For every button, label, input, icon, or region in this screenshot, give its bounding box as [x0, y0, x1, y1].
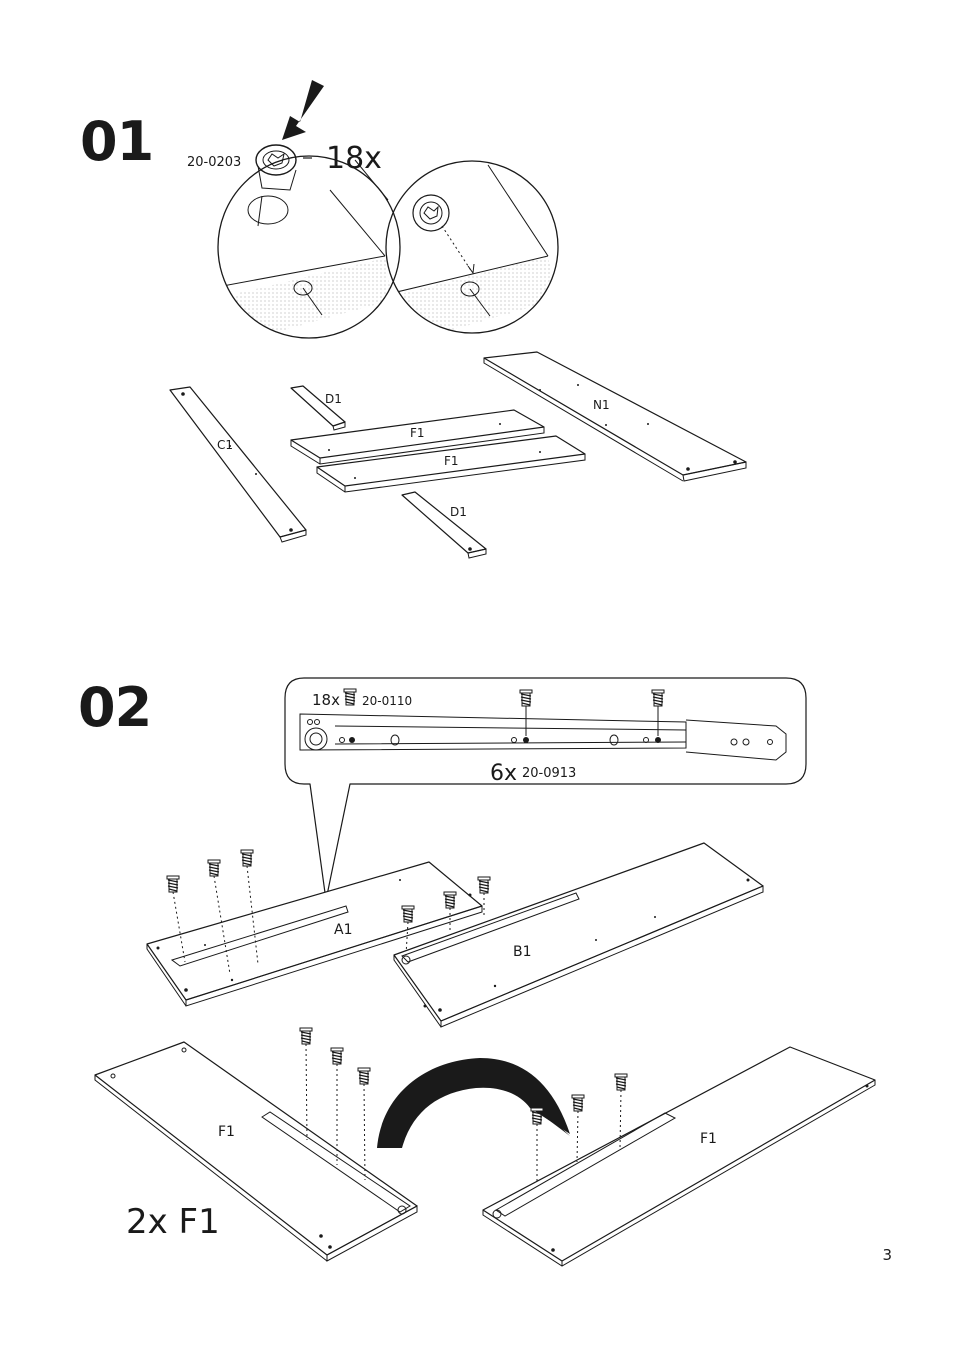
part-label-d1-bottom: D1: [450, 505, 467, 519]
hardware-quantity-cam: 18x: [326, 141, 382, 176]
callout-screw-quantity: 18x: [312, 691, 340, 709]
arrow-down-icon: [282, 80, 324, 140]
part-label-f1-right: F1: [700, 1131, 717, 1147]
detail-circle-left: [218, 180, 392, 338]
page-number: 3: [882, 1246, 892, 1264]
board-c1: [169, 386, 307, 543]
board-f1-bottom: [316, 435, 586, 493]
step-number-02: 02: [78, 676, 152, 739]
board-a1: [146, 861, 483, 1007]
callout-rail-quantity: 6x: [490, 761, 517, 786]
board-b1: [393, 842, 764, 1028]
board-f1-right: [482, 1046, 876, 1267]
callout-screw-code: 20-0110: [362, 694, 412, 708]
part-label-b1: B1: [513, 944, 532, 960]
board-f1-left: [94, 1041, 418, 1262]
part-label-a1: A1: [334, 922, 352, 938]
screw-icon: [651, 689, 665, 707]
step-number-01: 01: [80, 110, 154, 173]
part-label-d1-top: D1: [325, 392, 342, 406]
hardware-code-cam: 20-0203: [187, 155, 241, 170]
callout-rail-code: 20-0913: [522, 766, 576, 781]
board-d1-bottom: [401, 491, 487, 559]
board-n1: [483, 351, 747, 482]
drawer-rail-icon: [299, 713, 787, 761]
board-f1-top: [290, 409, 545, 465]
part-label-f1-top: F1: [410, 426, 425, 440]
part-label-n1: N1: [593, 398, 610, 412]
part-label-f1-bottom: F1: [444, 454, 459, 468]
screw-icon: [519, 689, 533, 707]
part-label-c1: C1: [217, 438, 233, 452]
screw-icon: [343, 688, 357, 706]
part-label-f1-left: F1: [218, 1124, 235, 1140]
quantity-note-2x-f1: 2x F1: [126, 1202, 220, 1242]
flip-arrow-icon: [377, 1058, 570, 1148]
board-d1-top: [290, 385, 346, 431]
